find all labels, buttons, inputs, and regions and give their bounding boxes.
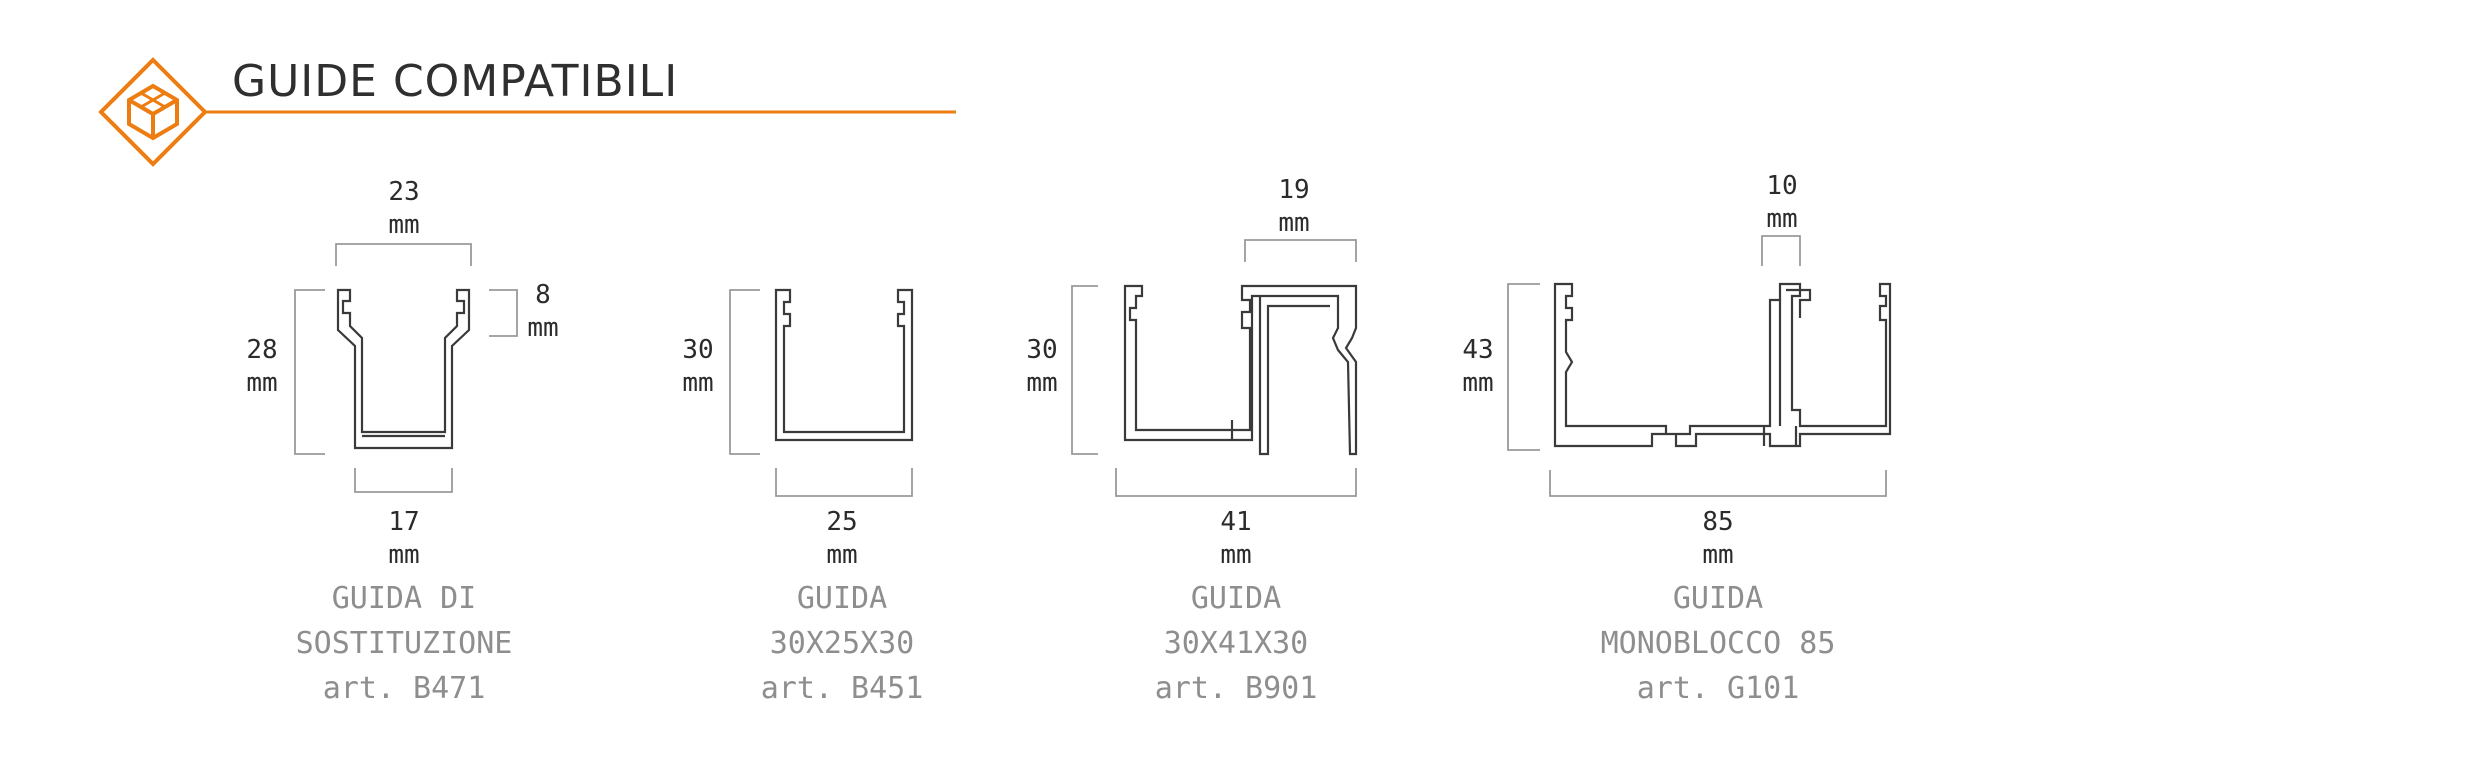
dim-unit: mm bbox=[1278, 208, 1310, 238]
dimension-lines-g101 bbox=[1507, 235, 1887, 497]
dim-value: 30 bbox=[1026, 335, 1058, 365]
dim-g101-height: 43 mm bbox=[1462, 334, 1493, 400]
dim-value: 43 bbox=[1462, 335, 1494, 365]
profile-b901 bbox=[1123, 284, 1358, 456]
caption-g101: GUIDA MONOBLOCCO 85 art. G101 bbox=[1601, 576, 1836, 711]
section-header: GUIDE COMPATIBILI bbox=[0, 0, 980, 180]
caption-article-code: art. B471 bbox=[322, 671, 486, 706]
dim-value: 85 bbox=[1702, 507, 1734, 537]
caption-line: MONOBLOCCO 85 bbox=[1600, 626, 1836, 661]
dim-g101-width: 85 mm bbox=[1702, 506, 1733, 572]
cube-in-diamond-icon bbox=[98, 57, 208, 167]
caption-line: GUIDA bbox=[1672, 581, 1764, 616]
dim-b901-width: 41 mm bbox=[1220, 506, 1251, 572]
dim-unit: mm bbox=[1702, 540, 1734, 570]
profile-b451 bbox=[774, 288, 914, 442]
dim-b451-width: 25 mm bbox=[826, 506, 857, 572]
dim-value: 19 bbox=[1278, 175, 1310, 205]
dim-b451-height: 30 mm bbox=[682, 334, 713, 400]
dim-unit: mm bbox=[246, 368, 278, 398]
dim-value: 41 bbox=[1220, 507, 1252, 537]
dim-value: 10 bbox=[1766, 171, 1798, 201]
page-title: GUIDE COMPATIBILI bbox=[232, 56, 679, 107]
profile-g101 bbox=[1553, 282, 1892, 448]
caption-line: 30X41X30 bbox=[1163, 626, 1309, 661]
dim-b471-width: 17 mm bbox=[388, 506, 419, 572]
dim-b901-top-opening: 19 mm bbox=[1278, 174, 1309, 240]
caption-b901: GUIDA 30X41X30 art. B901 bbox=[1155, 576, 1318, 711]
dim-unit: mm bbox=[1462, 368, 1494, 398]
dimension-lines-b451 bbox=[729, 289, 913, 497]
dim-unit: mm bbox=[682, 368, 714, 398]
caption-line: GUIDA DI bbox=[331, 581, 477, 616]
dim-value: 23 bbox=[388, 177, 420, 207]
dimension-lines-b471 bbox=[294, 243, 518, 493]
caption-article-code: art. B901 bbox=[1154, 671, 1318, 706]
dim-value: 8 bbox=[535, 280, 551, 310]
dim-g101-top-opening: 10 mm bbox=[1766, 170, 1797, 236]
caption-line: SOSTITUZIONE bbox=[295, 626, 513, 661]
dim-unit: mm bbox=[388, 210, 420, 240]
dim-value: 30 bbox=[682, 335, 714, 365]
dim-unit: mm bbox=[1026, 368, 1058, 398]
dim-value: 28 bbox=[246, 335, 278, 365]
dimension-lines-b901 bbox=[1071, 239, 1357, 497]
profile-b471 bbox=[336, 288, 471, 450]
caption-article-code: art. G101 bbox=[1636, 671, 1800, 706]
caption-line: 30X25X30 bbox=[769, 626, 915, 661]
dim-unit: mm bbox=[388, 540, 420, 570]
dim-unit: mm bbox=[1766, 204, 1798, 234]
dim-value: 25 bbox=[826, 507, 858, 537]
header-graphics bbox=[98, 57, 956, 167]
dim-unit: mm bbox=[826, 540, 858, 570]
dim-b471-height: 28 mm bbox=[246, 334, 277, 400]
caption-b471: GUIDA DI SOSTITUZIONE art. B471 bbox=[296, 576, 513, 711]
dim-b471-lip: 8 mm bbox=[527, 279, 558, 345]
caption-line: GUIDA bbox=[1190, 581, 1282, 616]
caption-article-code: art. B451 bbox=[760, 671, 924, 706]
dim-b471-top-opening: 23 mm bbox=[388, 176, 419, 242]
caption-b451: GUIDA 30X25X30 art. B451 bbox=[761, 576, 924, 711]
dim-unit: mm bbox=[1220, 540, 1252, 570]
dim-unit: mm bbox=[527, 313, 559, 343]
dim-b901-height: 30 mm bbox=[1026, 334, 1057, 400]
dim-value: 17 bbox=[388, 507, 420, 537]
caption-line: GUIDA bbox=[796, 581, 888, 616]
